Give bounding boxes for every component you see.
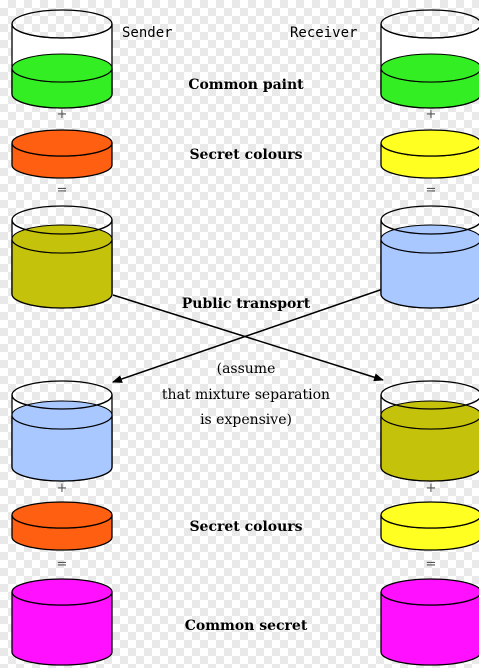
vessel-rim [11,380,113,410]
vessel-rim [380,9,479,39]
vessel-top [11,578,113,606]
receiver-common-paint-beaker [380,9,479,109]
sender-received-mixture-beaker [11,380,113,482]
receiver-secret-colour-dish-bottom [380,501,479,551]
note-line-2: that mixture separation [162,387,330,403]
vessel-liquid-surface [380,53,479,83]
sender-secret-colour-dish-bottom [11,501,113,551]
receiver-plus-bottom: + [426,481,437,496]
vessel-rim [380,380,479,410]
sender-equals-bottom: = [57,557,68,572]
receiver-received-mixture-beaker [380,380,479,482]
vessel-liquid-surface [11,400,113,430]
public-transport-label: Public transport [182,296,311,312]
vessel-liquid-surface [11,224,113,254]
vessel-top [380,578,479,606]
receiver-equals-bottom: = [426,557,437,572]
arrow-receiver-to-sender [112,288,384,383]
sender-common-secret-beaker [11,578,113,666]
common-secret-label: Common secret [185,618,308,634]
receiver-mixture-beaker [380,205,479,309]
vessel-top [11,501,113,529]
sender-label: Sender [122,25,173,41]
vessel-top [11,129,113,157]
vessel-liquid-surface [11,53,113,83]
secret-colours-label-bottom: Secret colours [189,519,302,535]
receiver-equals-top: = [426,183,437,198]
vessel-liquid-surface [380,224,479,254]
vessel-top [380,501,479,529]
vessel-rim [11,205,113,235]
sender-secret-colour-dish [11,129,113,179]
vessel-rim [11,9,113,39]
receiver-secret-colour-dish [380,129,479,179]
secret-colours-label-top: Secret colours [189,147,302,163]
common-paint-label: Common paint [188,77,304,93]
sender-plus-top: + [57,107,68,122]
arrow-sender-to-receiver [112,294,384,382]
sender-common-paint-beaker [11,9,113,109]
sender-mixture-beaker [11,205,113,309]
vessel-rim [380,205,479,235]
receiver-common-secret-beaker [380,578,479,666]
receiver-plus-top: + [426,107,437,122]
note-line-1: (assume [217,361,276,377]
sender-plus-bottom: + [57,481,68,496]
sender-equals-top: = [57,183,68,198]
note-line-3: is expensive) [200,412,292,428]
vessel-top [380,129,479,157]
receiver-label: Receiver [290,25,357,41]
